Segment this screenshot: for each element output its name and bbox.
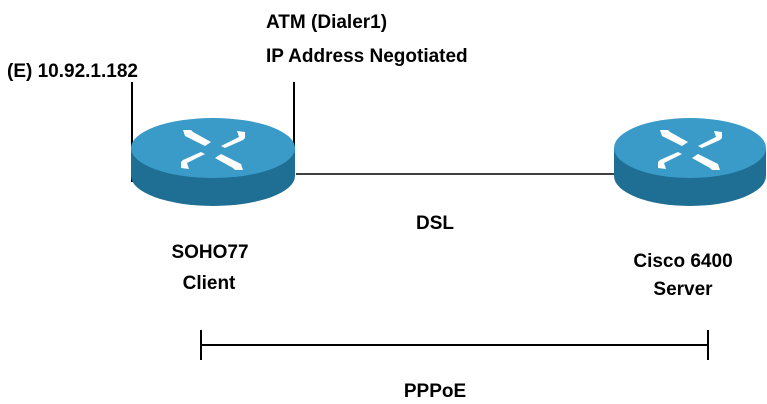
pppoe-label: PPPoE xyxy=(403,381,467,402)
client-role-label: Client xyxy=(182,273,236,294)
atm-interface-label: ATM (Dialer1) xyxy=(266,12,388,33)
client-router-icon xyxy=(131,118,295,206)
ethernet-ip-label: (E) 10.92.1.182 xyxy=(7,61,138,82)
pppoe-span xyxy=(200,330,709,360)
server-router-icon xyxy=(614,118,766,206)
server-role-label: Server xyxy=(653,279,713,300)
dsl-label: DSL xyxy=(416,213,454,234)
ip-negotiated-label: IP Address Negotiated xyxy=(266,46,468,67)
server-name-label: Cisco 6400 xyxy=(633,251,733,272)
client-name-label: SOHO77 xyxy=(171,242,249,263)
